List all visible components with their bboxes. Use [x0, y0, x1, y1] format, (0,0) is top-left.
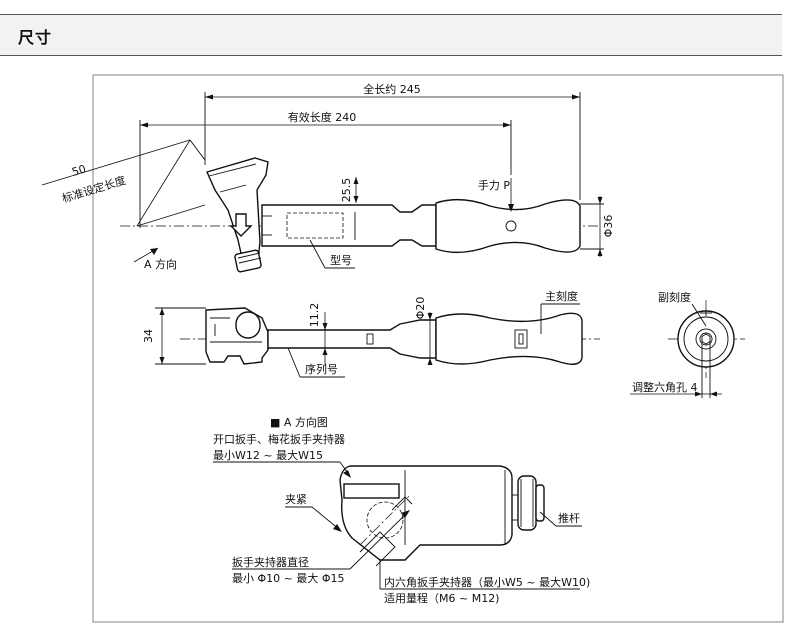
top-view: 全长约 245 有效长度 240 50 标准设定长度 — [41, 82, 615, 273]
height-34-label: 34 — [142, 329, 155, 343]
model-label: 型号 — [330, 253, 352, 267]
push-rod-label: 推杆 — [558, 511, 580, 525]
force-p-label: 手力 P — [478, 178, 510, 192]
side-head — [205, 307, 269, 365]
wrench-shaft — [261, 204, 437, 247]
wrench-grip — [435, 198, 581, 254]
main-scale-label: 主刻度 — [545, 289, 578, 303]
diameter-36-label: Φ36 — [602, 215, 615, 238]
drawing-frame — [92, 74, 784, 623]
wrench-holder-line2: 最小W12 ~ 最大W15 — [213, 448, 323, 462]
overall-length-label: 全长约 245 — [363, 82, 421, 96]
height-11-label: 11.2 — [308, 303, 321, 328]
wrench-holder-line1: 开口扳手、梅花扳手夹持器 — [213, 432, 345, 446]
hex-holder-line2: 适用量程（M6 ~ M12) — [384, 592, 499, 605]
a-direction-view: ■ A 方向图 开口扳手、梅花扳手夹持器 最小W12 ~ 最大W15 夹紧 — [213, 415, 590, 605]
a-direction-label: A 方向 — [144, 257, 177, 271]
effective-length-label: 有效长度 240 — [288, 110, 357, 124]
holder-diameter-line1: 扳手夹持器直径 — [232, 555, 309, 569]
hex-hole-label: 调整六角孔 4 — [632, 380, 698, 394]
height-25-label: 25.5 — [340, 178, 353, 203]
section-title: 尺寸 — [18, 28, 53, 47]
ratchet-head — [206, 157, 269, 273]
serial-label: 序列号 — [305, 362, 338, 376]
holder-diameter-line2: 最小 Φ10 ~ 最大 Φ15 — [232, 571, 345, 585]
diameter-20-label: Φ20 — [414, 297, 427, 320]
side-shaft — [267, 319, 437, 359]
clamp-label: 夹紧 — [285, 493, 307, 506]
a-view-title: ■ A 方向图 — [270, 415, 328, 429]
std-setting-label: 标准设定长度 — [60, 173, 127, 206]
section-header: 尺寸 — [0, 14, 782, 56]
hex-holder-line1: 内六角扳手夹持器（最小W5 ~ 最大W10) — [384, 575, 590, 589]
end-view: 副刻度 调整六角孔 4 — [630, 290, 745, 398]
side-view: 34 11.2 Φ20 主刻度 序列号 — [142, 289, 600, 378]
side-grip — [435, 312, 583, 365]
std-setting-value: 50 — [70, 162, 87, 179]
sub-scale-label: 副刻度 — [658, 290, 691, 304]
